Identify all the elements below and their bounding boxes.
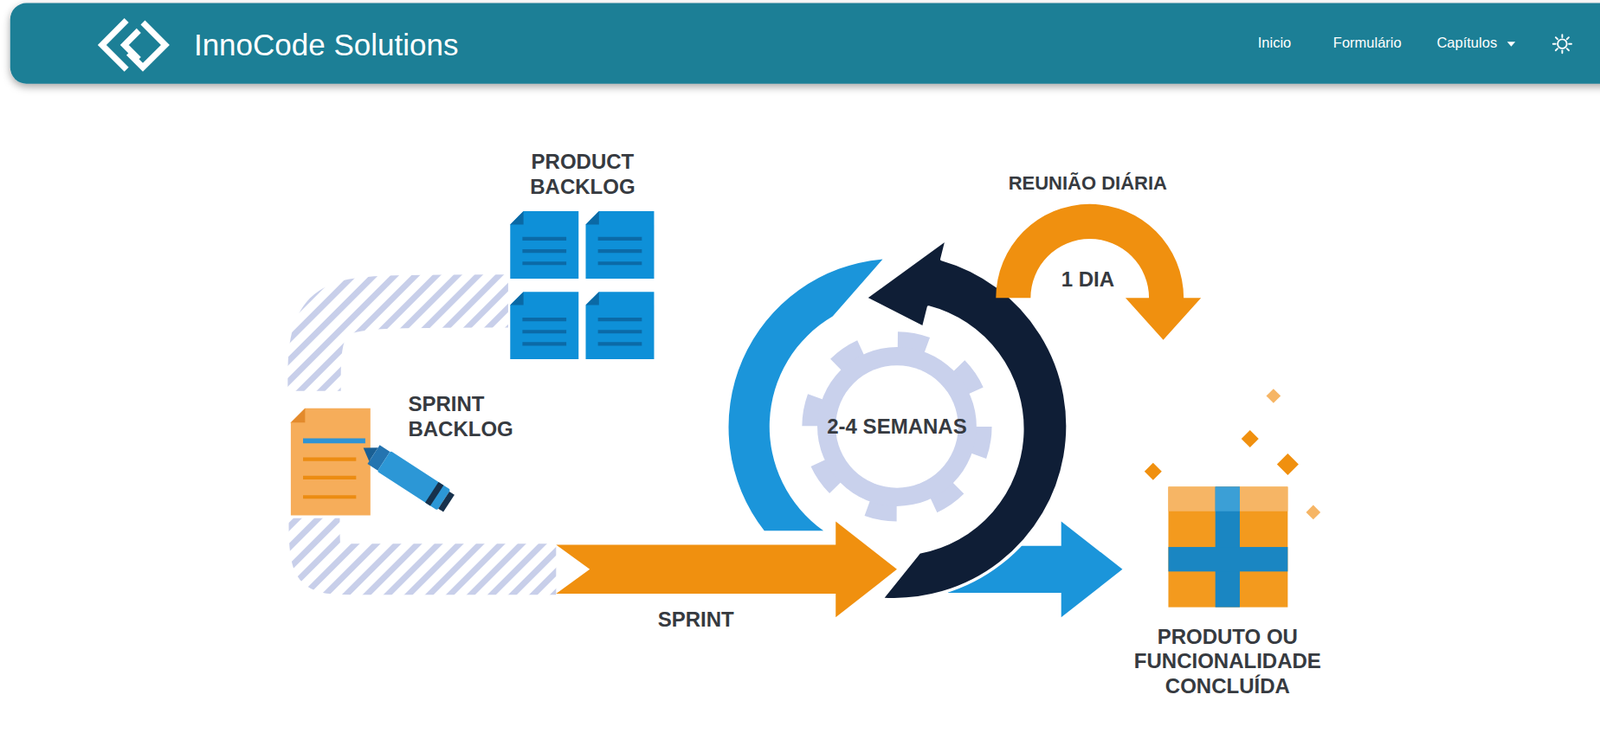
sprint-backlog: SPRINT BACKLOG	[289, 391, 531, 519]
backlog-heading: PRODUCT BACKLOG	[508, 149, 658, 200]
header-band	[10, 3, 1600, 84]
nav-link: Formulário	[1333, 34, 1402, 52]
theme-toggle-icon	[1553, 34, 1572, 53]
daily-meeting: REUNIÃO DIÁRIA 1 DIA	[977, 163, 1202, 346]
edge-label: SPRINT	[654, 607, 738, 633]
backlog-document	[586, 211, 655, 279]
daily-arrow	[995, 204, 1201, 341]
backlog-document	[509, 291, 579, 360]
gear-icon	[811, 341, 983, 513]
done-heading: PRODUTO OU FUNCIONALIDADE CONCLUÍDA	[1122, 625, 1333, 700]
hatched-path	[314, 301, 509, 392]
brand-logo	[102, 20, 166, 71]
sprint-duration: 2-4 SEMANAS	[825, 414, 968, 440]
dropdown-caret	[1507, 41, 1516, 46]
backlog-document	[586, 291, 655, 360]
backlog-document	[509, 211, 579, 279]
sparkles	[1144, 388, 1321, 520]
flow-connector	[314, 518, 897, 619]
sprint-document	[290, 408, 371, 517]
marker-pen	[356, 438, 456, 515]
hatched-path	[314, 518, 556, 570]
product-box	[1167, 486, 1288, 607]
nav-link: Inicio	[1258, 34, 1292, 52]
block-arrow	[555, 521, 897, 618]
meeting-interval: 1 DIA	[1061, 267, 1115, 293]
sprint-cycle: 2-4 SEMANAS	[754, 283, 1040, 570]
header-bar: InnoCode Solutions Inicio Formulário Capítu…	[10, 3, 1600, 84]
sprint-backlog-heading: SPRINT BACKLOG	[407, 392, 527, 443]
meeting-heading: REUNIÃO DIÁRIA	[1008, 172, 1168, 195]
done-product: PRODUTO OU FUNCIONALIDADE CONCLUÍDA	[1122, 479, 1336, 710]
flow-connector	[314, 301, 509, 392]
product-backlog: PRODUCT BACKLOG	[508, 148, 661, 363]
nav-dropdown: Capítulos	[1436, 34, 1497, 52]
brand-name: InnoCode Solutions	[193, 26, 459, 64]
